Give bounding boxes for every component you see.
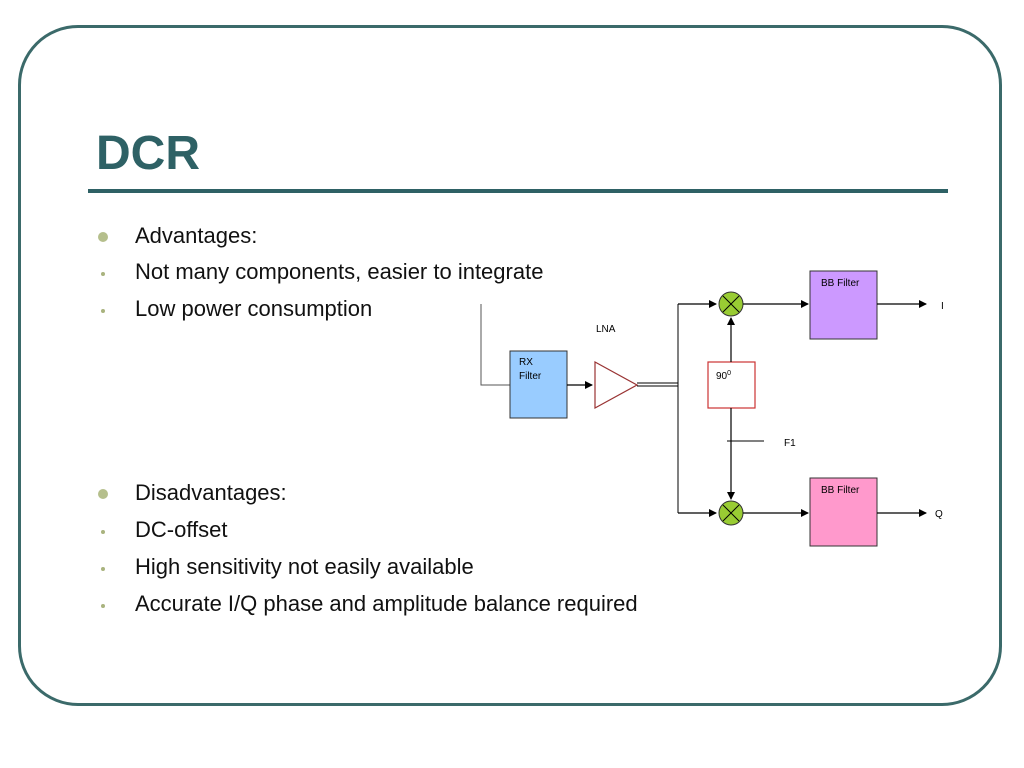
phase-shifter-block: [707, 361, 756, 409]
phase-shifter-label: 900: [716, 370, 731, 382]
i-mixer: [718, 291, 744, 317]
antenna-input-line: [480, 304, 510, 386]
bb-filter-i-block: [809, 270, 878, 340]
bb-filter-q-block: [809, 477, 878, 547]
rx-filter-block: [509, 350, 568, 419]
q-mixer: [718, 500, 744, 526]
lna-label: LNA: [596, 324, 616, 335]
rx-filter-label: RX: [519, 357, 533, 368]
slide-title: DCR: [96, 127, 200, 180]
slide-frame: [18, 25, 1002, 706]
q-output-label: Q: [935, 509, 943, 520]
lo-label: F1: [784, 438, 796, 449]
i-output-label: I: [941, 301, 944, 312]
bb-filter-q-label: BB Filter: [821, 485, 860, 496]
bb-filter-i-label: BB Filter: [821, 278, 860, 289]
lna-amplifier: [594, 360, 639, 410]
rx-filter-label: Filter: [519, 371, 542, 382]
title-underline: [88, 189, 948, 193]
